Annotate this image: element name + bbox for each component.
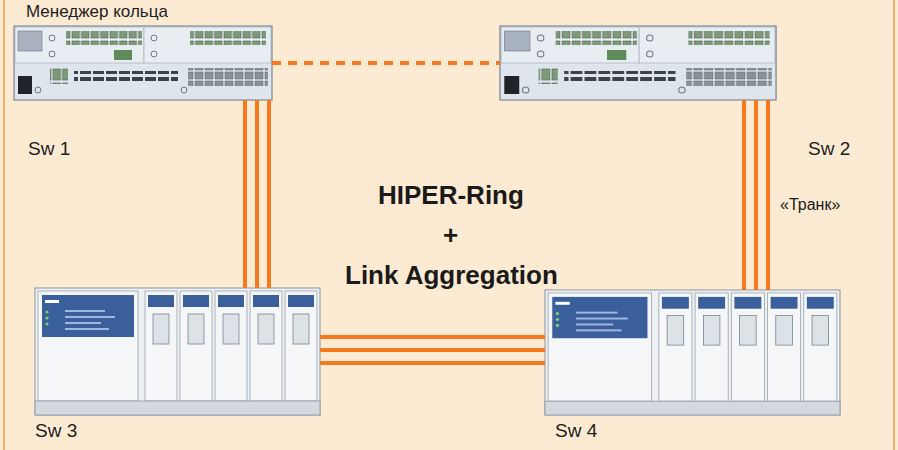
rack-switch-1: [14, 26, 272, 100]
trunk-link: [267, 100, 271, 288]
diagram-heading: +: [443, 220, 458, 251]
switch-label: Sw 1: [28, 138, 70, 160]
node-heading: Менеджер кольца: [26, 2, 168, 22]
switch-node: Sw 4: [545, 290, 840, 415]
trunk-link: [754, 100, 758, 290]
switch-node: Sw 2: [500, 26, 776, 100]
trunk-link: [243, 100, 247, 288]
trunk-link: [320, 335, 545, 339]
trunk-label: «Транк»: [780, 196, 840, 214]
ring-link: [272, 61, 500, 65]
trunk-link: [255, 100, 259, 288]
trunk-link: [742, 100, 746, 290]
frame-line: [893, 0, 895, 450]
din-switch-3: [35, 288, 320, 415]
frame-line: [3, 0, 5, 450]
din-switch-4: [545, 290, 840, 415]
trunk-link: [766, 100, 770, 290]
switch-label: Sw 4: [555, 420, 597, 442]
switch-label: Sw 2: [808, 138, 850, 160]
rack-switch-2: [500, 26, 776, 100]
switch-label: Sw 3: [35, 420, 77, 442]
switch-node: Sw 3: [35, 288, 320, 415]
diagram-heading: HIPER-Ring: [378, 180, 524, 211]
trunk-link: [320, 361, 545, 365]
diagram-heading: Link Aggregation: [345, 260, 558, 291]
switch-node: Менеджер кольцаSw 1: [14, 26, 272, 100]
trunk-link: [320, 348, 545, 352]
